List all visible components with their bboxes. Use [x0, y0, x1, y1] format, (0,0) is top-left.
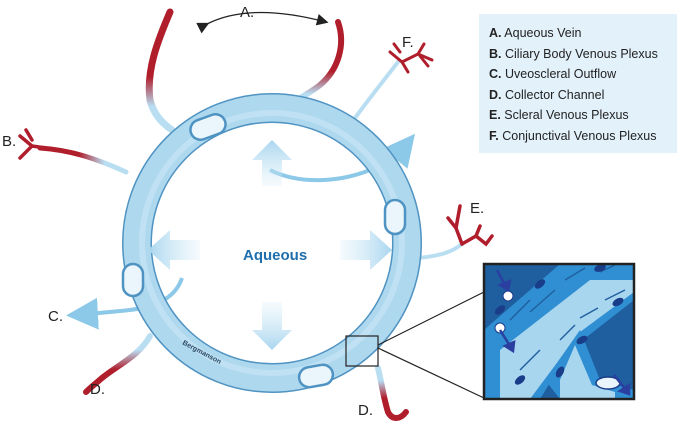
legend-text: Scleral Venous Plexus: [504, 108, 629, 122]
legend: A. Aqueous Vein B. Ciliary Body Venous P…: [479, 14, 677, 153]
aqueous-label: Aqueous: [243, 247, 307, 264]
aqueous-vein-left: [145, 8, 176, 134]
flow-arrow-left: [148, 230, 200, 270]
label-a: A.: [240, 4, 254, 21]
legend-text: Collector Channel: [504, 87, 605, 102]
legend-text: Aqueous Vein: [504, 26, 582, 40]
collector-channel-bottom: [375, 365, 409, 421]
ring-highlight: [139, 110, 405, 376]
legend-item-a: A. Aqueous Vein: [489, 23, 669, 44]
magnify-line-bottom: [377, 347, 485, 399]
legend-letter: D.: [489, 87, 502, 102]
legend-letter: B.: [489, 46, 502, 61]
aqueous-flow-arrows: [148, 140, 392, 350]
label-b: B.: [2, 133, 16, 150]
flow-arrow-down: [252, 302, 292, 350]
legend-letter: F.: [489, 128, 499, 143]
legend-text: Uveoscleral Outflow: [504, 67, 617, 81]
magnify-box: [345, 335, 379, 367]
label-a-arrow: [196, 11, 329, 34]
collector-channel-left: [83, 333, 153, 395]
inset-frame: [482, 262, 636, 401]
label-c: C.: [48, 308, 63, 325]
flow-arrow-up: [252, 140, 292, 186]
inset-detail: [484, 264, 634, 399]
label-e: E.: [470, 200, 484, 217]
label-d-bottom: D.: [358, 402, 373, 419]
label-f: F.: [402, 34, 414, 51]
scleral-plexus: [446, 204, 494, 247]
flow-arrow-right: [340, 230, 392, 270]
ring-openings: [121, 113, 407, 389]
conjunctival-vessel: [353, 60, 400, 120]
uveoscleral-arrow: [66, 277, 184, 330]
legend-text: Conjunctival Venous Plexus: [502, 128, 657, 143]
ciliary-vessel: [37, 145, 129, 175]
ciliary-plexus: [18, 128, 48, 160]
legend-item-e: E. Scleral Venous Plexus: [489, 105, 669, 126]
legend-item-d: D. Collector Channel: [489, 85, 669, 106]
legend-letter: A.: [489, 26, 502, 40]
magnify-line-top: [377, 291, 485, 346]
scleral-vessel: [416, 242, 464, 260]
legend-item-c: C. Uveoscleral Outflow: [489, 64, 669, 85]
legend-letter: E.: [489, 108, 501, 122]
outflow-arrow-upper-right: [269, 133, 415, 183]
legend-item-f: F. Conjunctival Venous Plexus: [489, 126, 669, 147]
label-d-left: D.: [90, 381, 105, 398]
legend-letter: C.: [489, 67, 502, 81]
conjunctival-plexus: [388, 42, 434, 74]
schlemms-canal-ring-fill: [123, 94, 421, 392]
legend-text: Ciliary Body Venous Plexus: [504, 46, 658, 61]
legend-item-b: B. Ciliary Body Venous Plexus: [489, 44, 669, 65]
